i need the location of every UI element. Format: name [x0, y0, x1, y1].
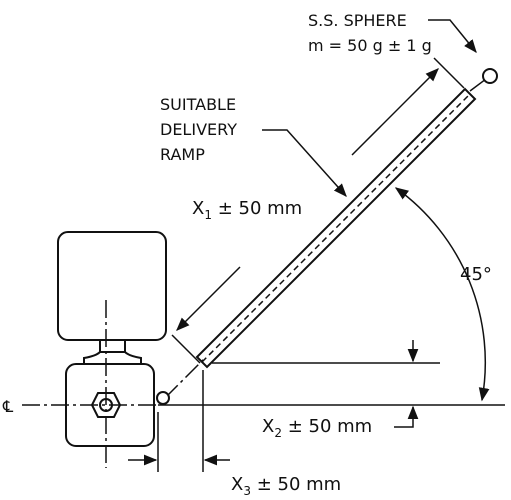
test-fixture [57, 231, 167, 447]
x1-symbol: X [192, 198, 204, 219]
x3-dimension [128, 370, 230, 472]
ramp-body [195, 87, 477, 369]
x1-dimension [171, 57, 465, 364]
sphere-start-position [482, 68, 498, 84]
x2-subscript: 2 [274, 426, 282, 440]
fixture-neck [83, 340, 142, 364]
angle-arc [394, 187, 490, 402]
sphere-impact-position [156, 391, 170, 405]
centerline-symbol: ℄ [2, 397, 14, 416]
ramp-label-line2: DELIVERY [160, 120, 237, 139]
x2-arrow-bottom [394, 405, 419, 428]
fixture-upper-block [57, 231, 167, 341]
x1-subscript: 1 [204, 208, 212, 222]
sphere-label-line2: m = 50 g ± 1 g [308, 36, 432, 55]
trajectory-lower-line [164, 356, 207, 399]
x3-subscript: 3 [243, 484, 251, 498]
x2-tolerance: ± 50 mm [282, 416, 372, 437]
x2-label: X2 ± 50 mm [262, 416, 372, 440]
angle-label: 45° [460, 264, 492, 285]
centerlines [22, 75, 491, 468]
x3-symbol: X [231, 474, 243, 495]
x3-label: X3 ± 50 mm [231, 474, 341, 498]
sphere-leader-line [428, 19, 477, 54]
ramp-label-line1: SUITABLE [160, 95, 236, 114]
x1-tolerance: ± 50 mm [212, 198, 302, 219]
x2-dimension [212, 340, 440, 428]
x1-arrow-lower [176, 266, 241, 331]
sphere-label-line1: S.S. SPHERE [308, 11, 407, 30]
x3-tolerance: ± 50 mm [251, 474, 341, 495]
x2-symbol: X [262, 416, 274, 437]
delivery-ramp [195, 87, 477, 369]
x1-extension-upper [433, 57, 465, 89]
ramp-leader-line [262, 129, 347, 198]
x1-extension-lower [171, 334, 201, 364]
trajectory-upper-line [469, 75, 491, 92]
x1-arrow-upper [351, 68, 439, 156]
ramp-label-line3: RAMP [160, 145, 205, 164]
ramp-center-dashed [201, 93, 471, 363]
x1-label: X1 ± 50 mm [192, 198, 302, 222]
